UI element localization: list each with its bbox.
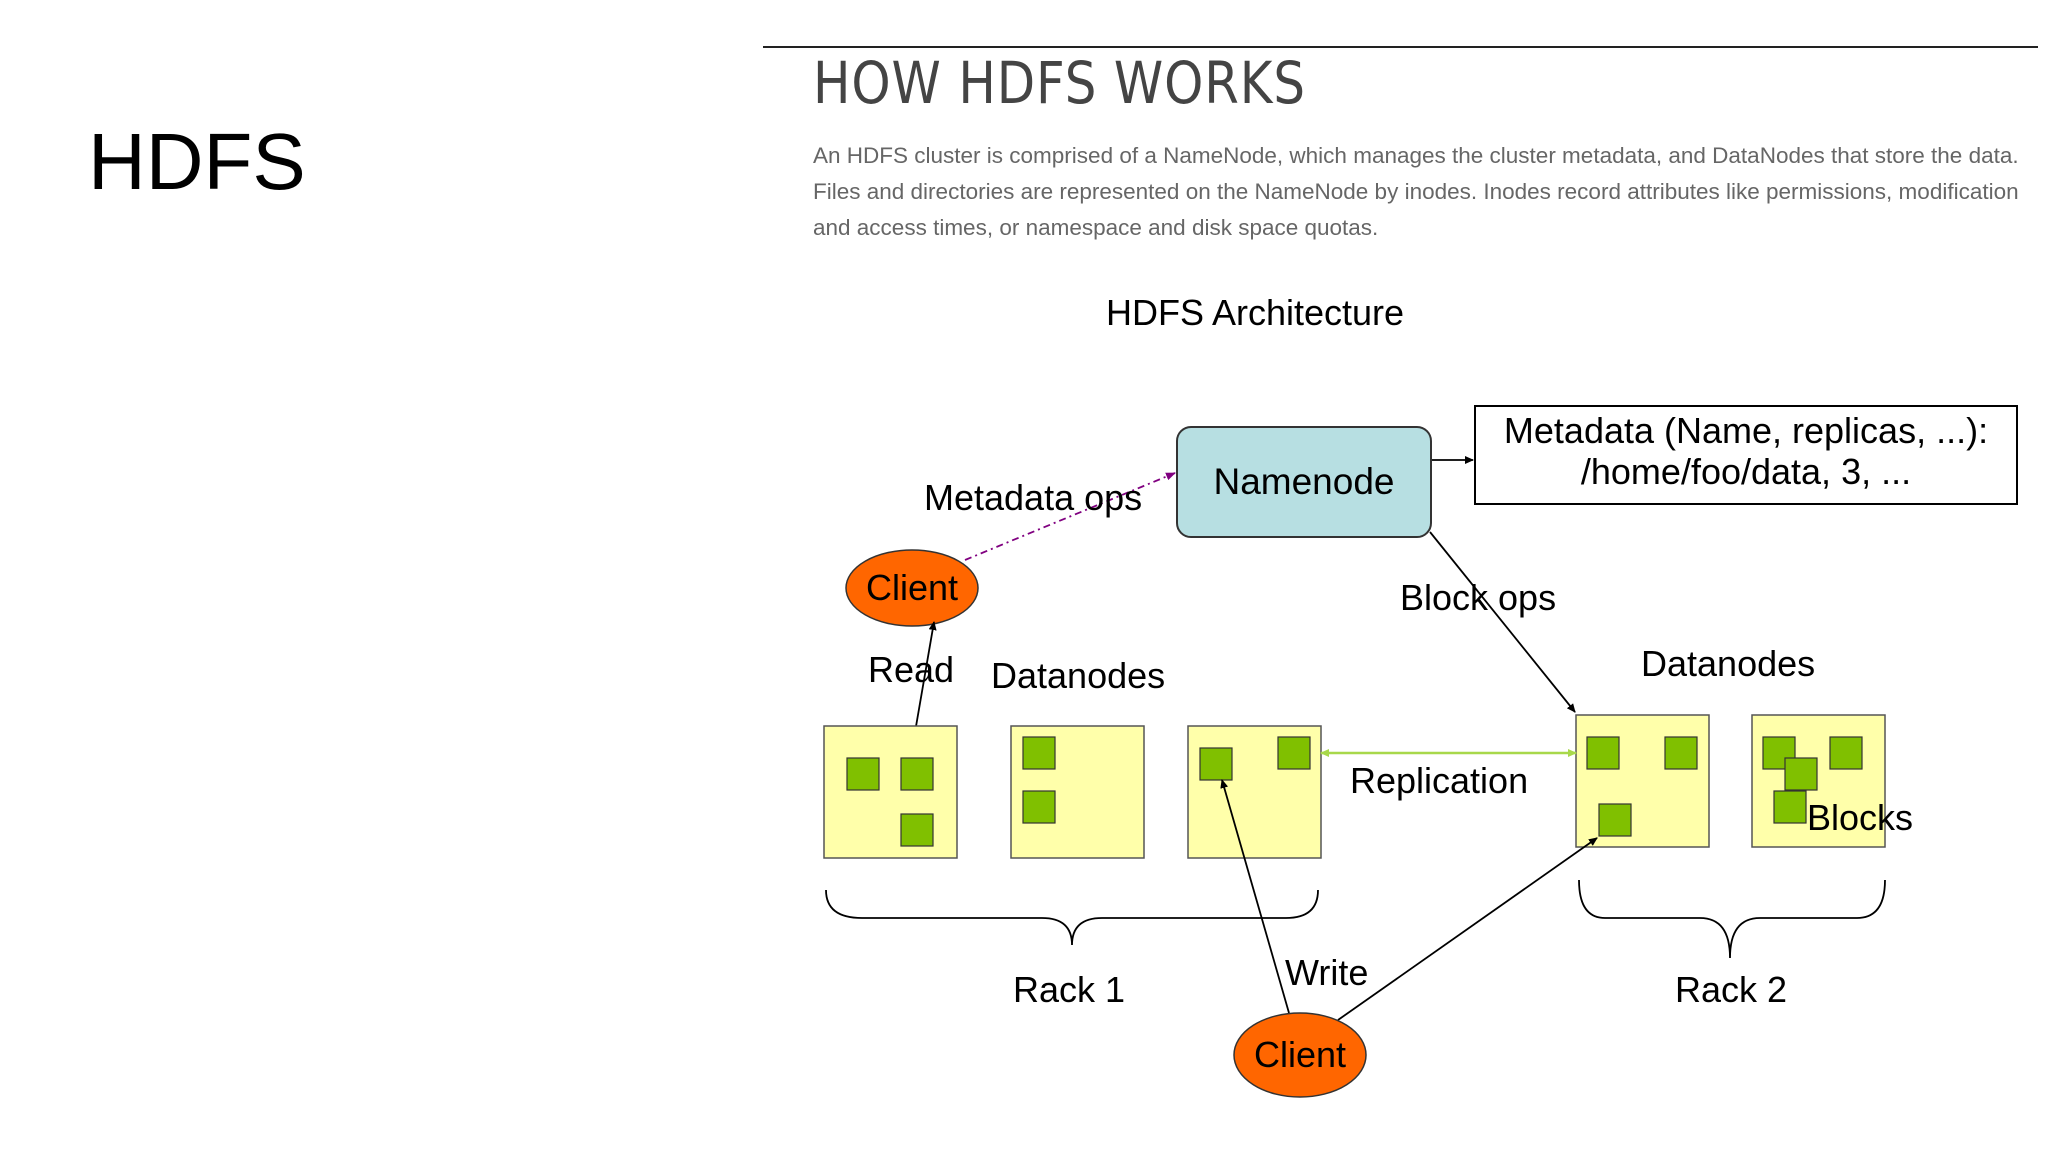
block <box>1829 736 1863 770</box>
block <box>1586 736 1620 770</box>
read-label: Read <box>868 649 954 690</box>
heading-divider <box>763 46 2038 48</box>
block <box>1277 736 1311 770</box>
block <box>900 757 934 791</box>
intro-paragraph: An HDFS cluster is comprised of a NameNo… <box>813 143 2019 240</box>
blocks-label: Blocks <box>1807 797 1913 838</box>
block <box>1598 803 1632 837</box>
metadata-ops-arrow <box>964 472 1176 561</box>
namenode-box <box>1176 426 1432 538</box>
rack2-brace <box>1578 879 1886 959</box>
datanode-rack2-1 <box>1575 714 1710 848</box>
write-arrow-rack1 <box>1220 779 1290 1014</box>
block <box>900 813 934 847</box>
metadata-box: Metadata (Name, replicas, ...): /home/fo… <box>1474 405 2018 505</box>
client-bottom-label: Client <box>1254 1034 1346 1075</box>
rack2-label: Rack 2 <box>1675 969 1787 1010</box>
block-ops-label: Block ops <box>1400 577 1556 618</box>
block <box>1022 736 1056 770</box>
rack1-label: Rack 1 <box>1013 969 1125 1010</box>
metadata-ops-label: Metadata ops <box>924 477 1142 518</box>
replication-label: Replication <box>1350 760 1528 801</box>
block <box>1784 757 1818 791</box>
datanode-rack2-2 <box>1751 714 1886 848</box>
block <box>1199 747 1233 781</box>
write-arrow-rack2 <box>1337 837 1598 1021</box>
datanode-rack1-2 <box>1010 725 1145 859</box>
client-bottom: Client <box>1233 1012 1367 1098</box>
client-top: Client <box>845 549 979 627</box>
datanode-rack1-3 <box>1187 725 1322 859</box>
block <box>846 757 880 791</box>
slide-title: HDFS <box>88 117 306 206</box>
datanode-box <box>823 725 958 859</box>
datanode-box <box>1575 714 1710 848</box>
metadata-line2: /home/foo/data, 3, ... <box>1581 451 1911 492</box>
datanodes-right-label: Datanodes <box>1641 643 1815 684</box>
rack1-brace <box>825 889 1319 946</box>
diagram-title: HDFS Architecture <box>1106 292 1404 333</box>
client-top-label: Client <box>866 567 958 608</box>
datanode-rack1-1 <box>823 725 958 859</box>
write-label: Write <box>1285 952 1368 993</box>
block-ops-arrow <box>1429 531 1576 713</box>
client-top-ellipse <box>845 549 979 627</box>
block <box>1664 736 1698 770</box>
client-bottom-ellipse <box>1233 1012 1367 1098</box>
read-arrow <box>913 621 937 739</box>
metadata-line1: Metadata (Name, replicas, ...): <box>1504 410 1988 451</box>
datanodes-left-label: Datanodes <box>991 655 1165 696</box>
section-heading: HOW HDFS WORKS <box>813 49 1306 117</box>
block <box>1773 790 1807 824</box>
block <box>1022 790 1056 824</box>
namenode-label: Namenode <box>1213 461 1394 502</box>
metadata-rect <box>1474 405 2018 505</box>
namenode: Namenode <box>1176 426 1432 538</box>
